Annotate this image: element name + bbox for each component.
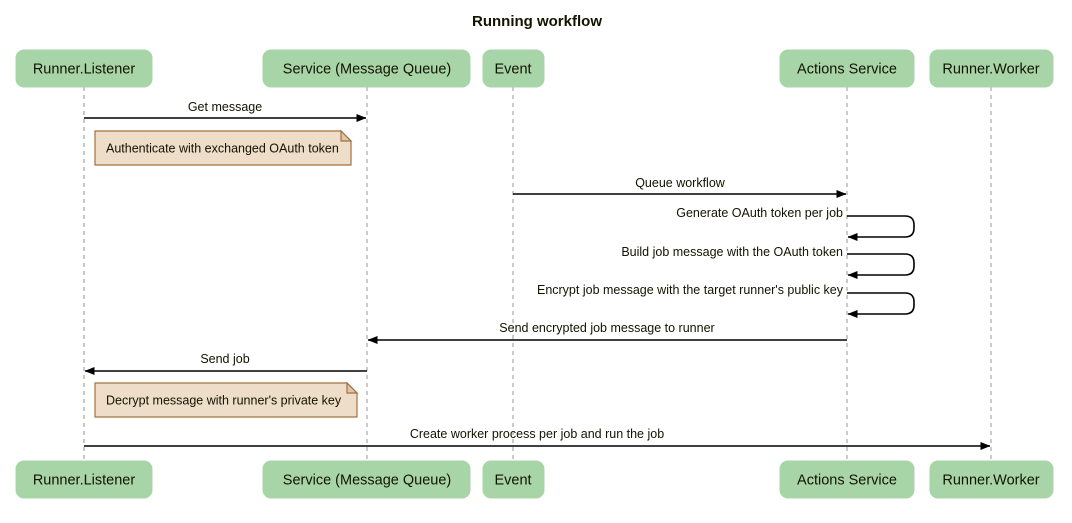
message-m5[interactable]: Encrypt job message with the target runn… xyxy=(537,283,915,318)
note-label: Decrypt message with runner's private ke… xyxy=(106,393,342,407)
actor-runner-worker-bottom[interactable]: Runner.Worker xyxy=(929,460,1054,499)
actor-actions-service-top[interactable]: Actions Service xyxy=(779,49,915,88)
notes: Authenticate with exchanged OAuth tokenD… xyxy=(94,129,359,418)
note-fold-corner xyxy=(340,129,353,142)
actor-box xyxy=(929,49,1054,88)
note-body xyxy=(94,382,358,418)
actor-label: Runner.Worker xyxy=(942,472,1039,488)
actor-label: Runner.Listener xyxy=(33,472,136,488)
message-label: Build job message with the OAuth token xyxy=(621,245,843,259)
message-m4[interactable]: Build job message with the OAuth token xyxy=(621,245,915,279)
message-m8[interactable]: Create worker process per job and run th… xyxy=(84,427,991,450)
message-m7[interactable]: Send job xyxy=(84,352,367,375)
message-m3[interactable]: Generate OAuth token per job xyxy=(676,206,915,241)
actor-label: Service (Message Queue) xyxy=(283,61,451,77)
actor-label: Event xyxy=(494,61,531,77)
actor-label: Actions Service xyxy=(797,472,897,488)
actor-event-bottom[interactable]: Event xyxy=(482,460,545,499)
message-label: Encrypt job message with the target runn… xyxy=(537,283,844,297)
message-m6[interactable]: Send encrypted job message to runner xyxy=(367,321,847,344)
actor-service-mq-top[interactable]: Service (Message Queue) xyxy=(262,49,471,88)
actor-label: Event xyxy=(494,472,531,488)
message-label: Send encrypted job message to runner xyxy=(499,321,714,335)
message-label: Get message xyxy=(188,100,262,114)
actor-box xyxy=(779,49,915,88)
message-label: Generate OAuth token per job xyxy=(676,206,843,220)
self-loop-path xyxy=(847,253,915,279)
actor-event-top[interactable]: Event xyxy=(482,49,545,88)
note-label: Authenticate with exchanged OAuth token xyxy=(106,141,339,155)
note-note-decrypt: Decrypt message with runner's private ke… xyxy=(94,381,359,418)
message-label: Send job xyxy=(200,352,249,366)
actor-label: Service (Message Queue) xyxy=(283,472,451,488)
actor-box xyxy=(482,49,545,88)
actor-runner-worker-top[interactable]: Runner.Worker xyxy=(929,49,1054,88)
self-loop-path xyxy=(847,215,915,241)
actor-box xyxy=(262,49,471,88)
note-fold-corner xyxy=(346,381,359,394)
note-note-auth: Authenticate with exchanged OAuth token xyxy=(94,129,353,166)
actor-service-mq-bottom[interactable]: Service (Message Queue) xyxy=(262,460,471,499)
actor-box xyxy=(929,460,1054,499)
actor-label: Actions Service xyxy=(797,61,897,77)
message-label: Queue workflow xyxy=(635,176,726,190)
note-body xyxy=(94,130,352,166)
message-m2[interactable]: Queue workflow xyxy=(513,176,847,198)
actor-actions-service-bottom[interactable]: Actions Service xyxy=(779,460,915,499)
message-m1[interactable]: Get message xyxy=(84,100,367,122)
page-title: Running workflow xyxy=(472,13,602,30)
actors-top: Runner.Listener Service (Message Queue) Ev… xyxy=(15,49,1054,88)
actor-label: Runner.Listener xyxy=(33,61,136,77)
actor-box xyxy=(779,460,915,499)
lifelines xyxy=(83,87,992,461)
message-label: Create worker process per job and run th… xyxy=(410,427,664,441)
actor-box xyxy=(262,460,471,499)
actor-runner-listener-top[interactable]: Runner.Listener xyxy=(15,49,153,88)
actor-label: Runner.Worker xyxy=(942,61,1039,77)
actor-box xyxy=(15,460,153,499)
self-loop-path xyxy=(847,292,915,318)
actor-box xyxy=(482,460,545,499)
actor-runner-listener-bottom[interactable]: Runner.Listener xyxy=(15,460,153,499)
actor-box xyxy=(15,49,153,88)
actors-bottom: Runner.Listener Service (Message Queue) Ev… xyxy=(15,460,1054,499)
